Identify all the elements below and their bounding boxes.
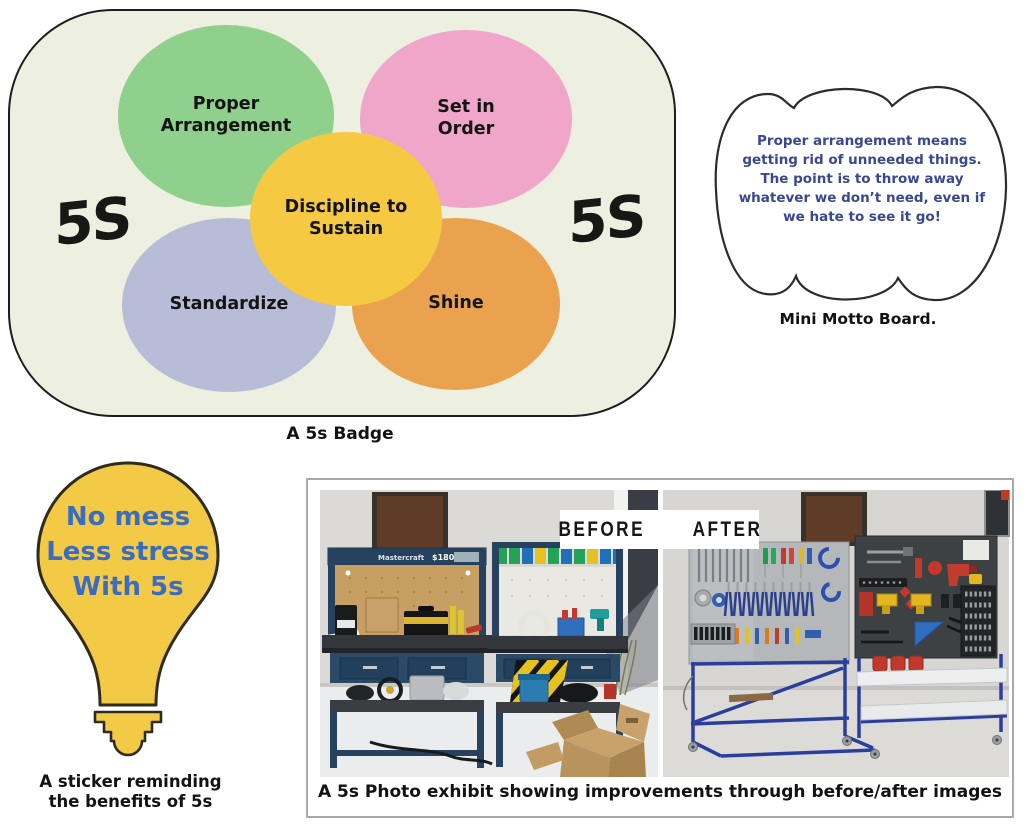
yellow-bottle bbox=[450, 606, 456, 634]
wood-plank bbox=[728, 692, 774, 703]
c-clamp bbox=[818, 547, 840, 569]
cardboard-box-small bbox=[365, 597, 399, 633]
circle-label: Standardize bbox=[169, 294, 289, 315]
photo-exhibit: Mastercraft $180 bbox=[306, 478, 1014, 818]
motto-caption: Mini Motto Board. bbox=[779, 310, 937, 328]
circle-proper-arrangement: Proper Arrangement bbox=[118, 25, 334, 207]
workbench-right bbox=[488, 542, 628, 767]
door bbox=[372, 492, 448, 554]
socket-organizer bbox=[960, 585, 996, 657]
bench-price: $180 bbox=[432, 553, 455, 562]
after-label: AFTER bbox=[692, 517, 763, 541]
teal-drill bbox=[590, 609, 609, 631]
circle-discipline-to-sustain: Discipline to Sustain bbox=[250, 132, 442, 306]
badge-figure: Proper Arrangement Set in Order Standard… bbox=[8, 9, 676, 417]
sticker-figure: No mess Less stress With 5s A sticker re… bbox=[33, 458, 228, 813]
5s-text-left: 5S bbox=[54, 184, 131, 260]
exhibit-caption: A 5s Photo exhibit showing improvements … bbox=[317, 782, 1003, 802]
circle-label: Discipline to Sustain bbox=[284, 197, 408, 239]
5s-text-right: 5S bbox=[568, 182, 645, 258]
red-tools-shelf bbox=[872, 655, 924, 672]
c-clamp bbox=[821, 582, 841, 602]
workbench-left: Mastercraft $180 bbox=[322, 547, 494, 768]
red-drill bbox=[947, 564, 977, 586]
sticker-slogan-line1: No mess bbox=[65, 502, 191, 532]
shelf-unit bbox=[856, 654, 1008, 738]
badge-caption: A 5s Badge bbox=[286, 424, 394, 444]
red-box bbox=[859, 592, 873, 616]
tape-measure bbox=[969, 574, 982, 584]
motto-text: Proper arrangement means getting rid of … bbox=[738, 133, 986, 225]
motto-cloud-shape bbox=[714, 85, 1008, 302]
sticker-slogan-line3: With 5s bbox=[72, 572, 184, 603]
bench-brand: Mastercraft bbox=[378, 554, 425, 562]
floor-cable bbox=[369, 740, 493, 766]
lightbulb-icon bbox=[36, 461, 220, 757]
speed-square bbox=[914, 621, 945, 648]
sticker-slogan: No mess Less stress With 5s bbox=[33, 500, 223, 605]
black-bag bbox=[558, 683, 598, 703]
pliers-row bbox=[723, 582, 815, 617]
motto-figure: Proper arrangement means getting rid of … bbox=[708, 78, 1013, 330]
yellow-drill bbox=[910, 593, 932, 614]
tool-board-dark bbox=[854, 535, 998, 659]
before-photo: Mastercraft $180 bbox=[320, 490, 658, 777]
snips-row bbox=[763, 548, 812, 578]
red-knife bbox=[915, 558, 922, 578]
casters bbox=[688, 735, 1002, 759]
before-after-label: BEFORE AFTER bbox=[558, 510, 763, 549]
door bbox=[801, 492, 867, 546]
after-photo bbox=[663, 490, 1010, 777]
circle-label: Set in Order bbox=[437, 97, 495, 139]
sticker-caption: A sticker reminding the benefits of 5s bbox=[39, 772, 222, 811]
cart-frame bbox=[690, 658, 876, 758]
gray-bin bbox=[409, 675, 445, 701]
cardboard-box-floor bbox=[526, 704, 650, 777]
tool-board-silver bbox=[688, 541, 850, 665]
blue-bin bbox=[557, 617, 585, 637]
sander bbox=[346, 685, 374, 701]
circle-label: Proper Arrangement bbox=[160, 94, 292, 136]
yellow-drill bbox=[876, 593, 898, 614]
circle-label: Shine bbox=[428, 293, 484, 314]
hanging-wrenches bbox=[697, 548, 750, 582]
sticker-slogan-line2: Less stress bbox=[46, 537, 210, 568]
circle-set-in-order: Set in Order bbox=[360, 30, 572, 208]
before-label: BEFORE bbox=[558, 517, 646, 541]
